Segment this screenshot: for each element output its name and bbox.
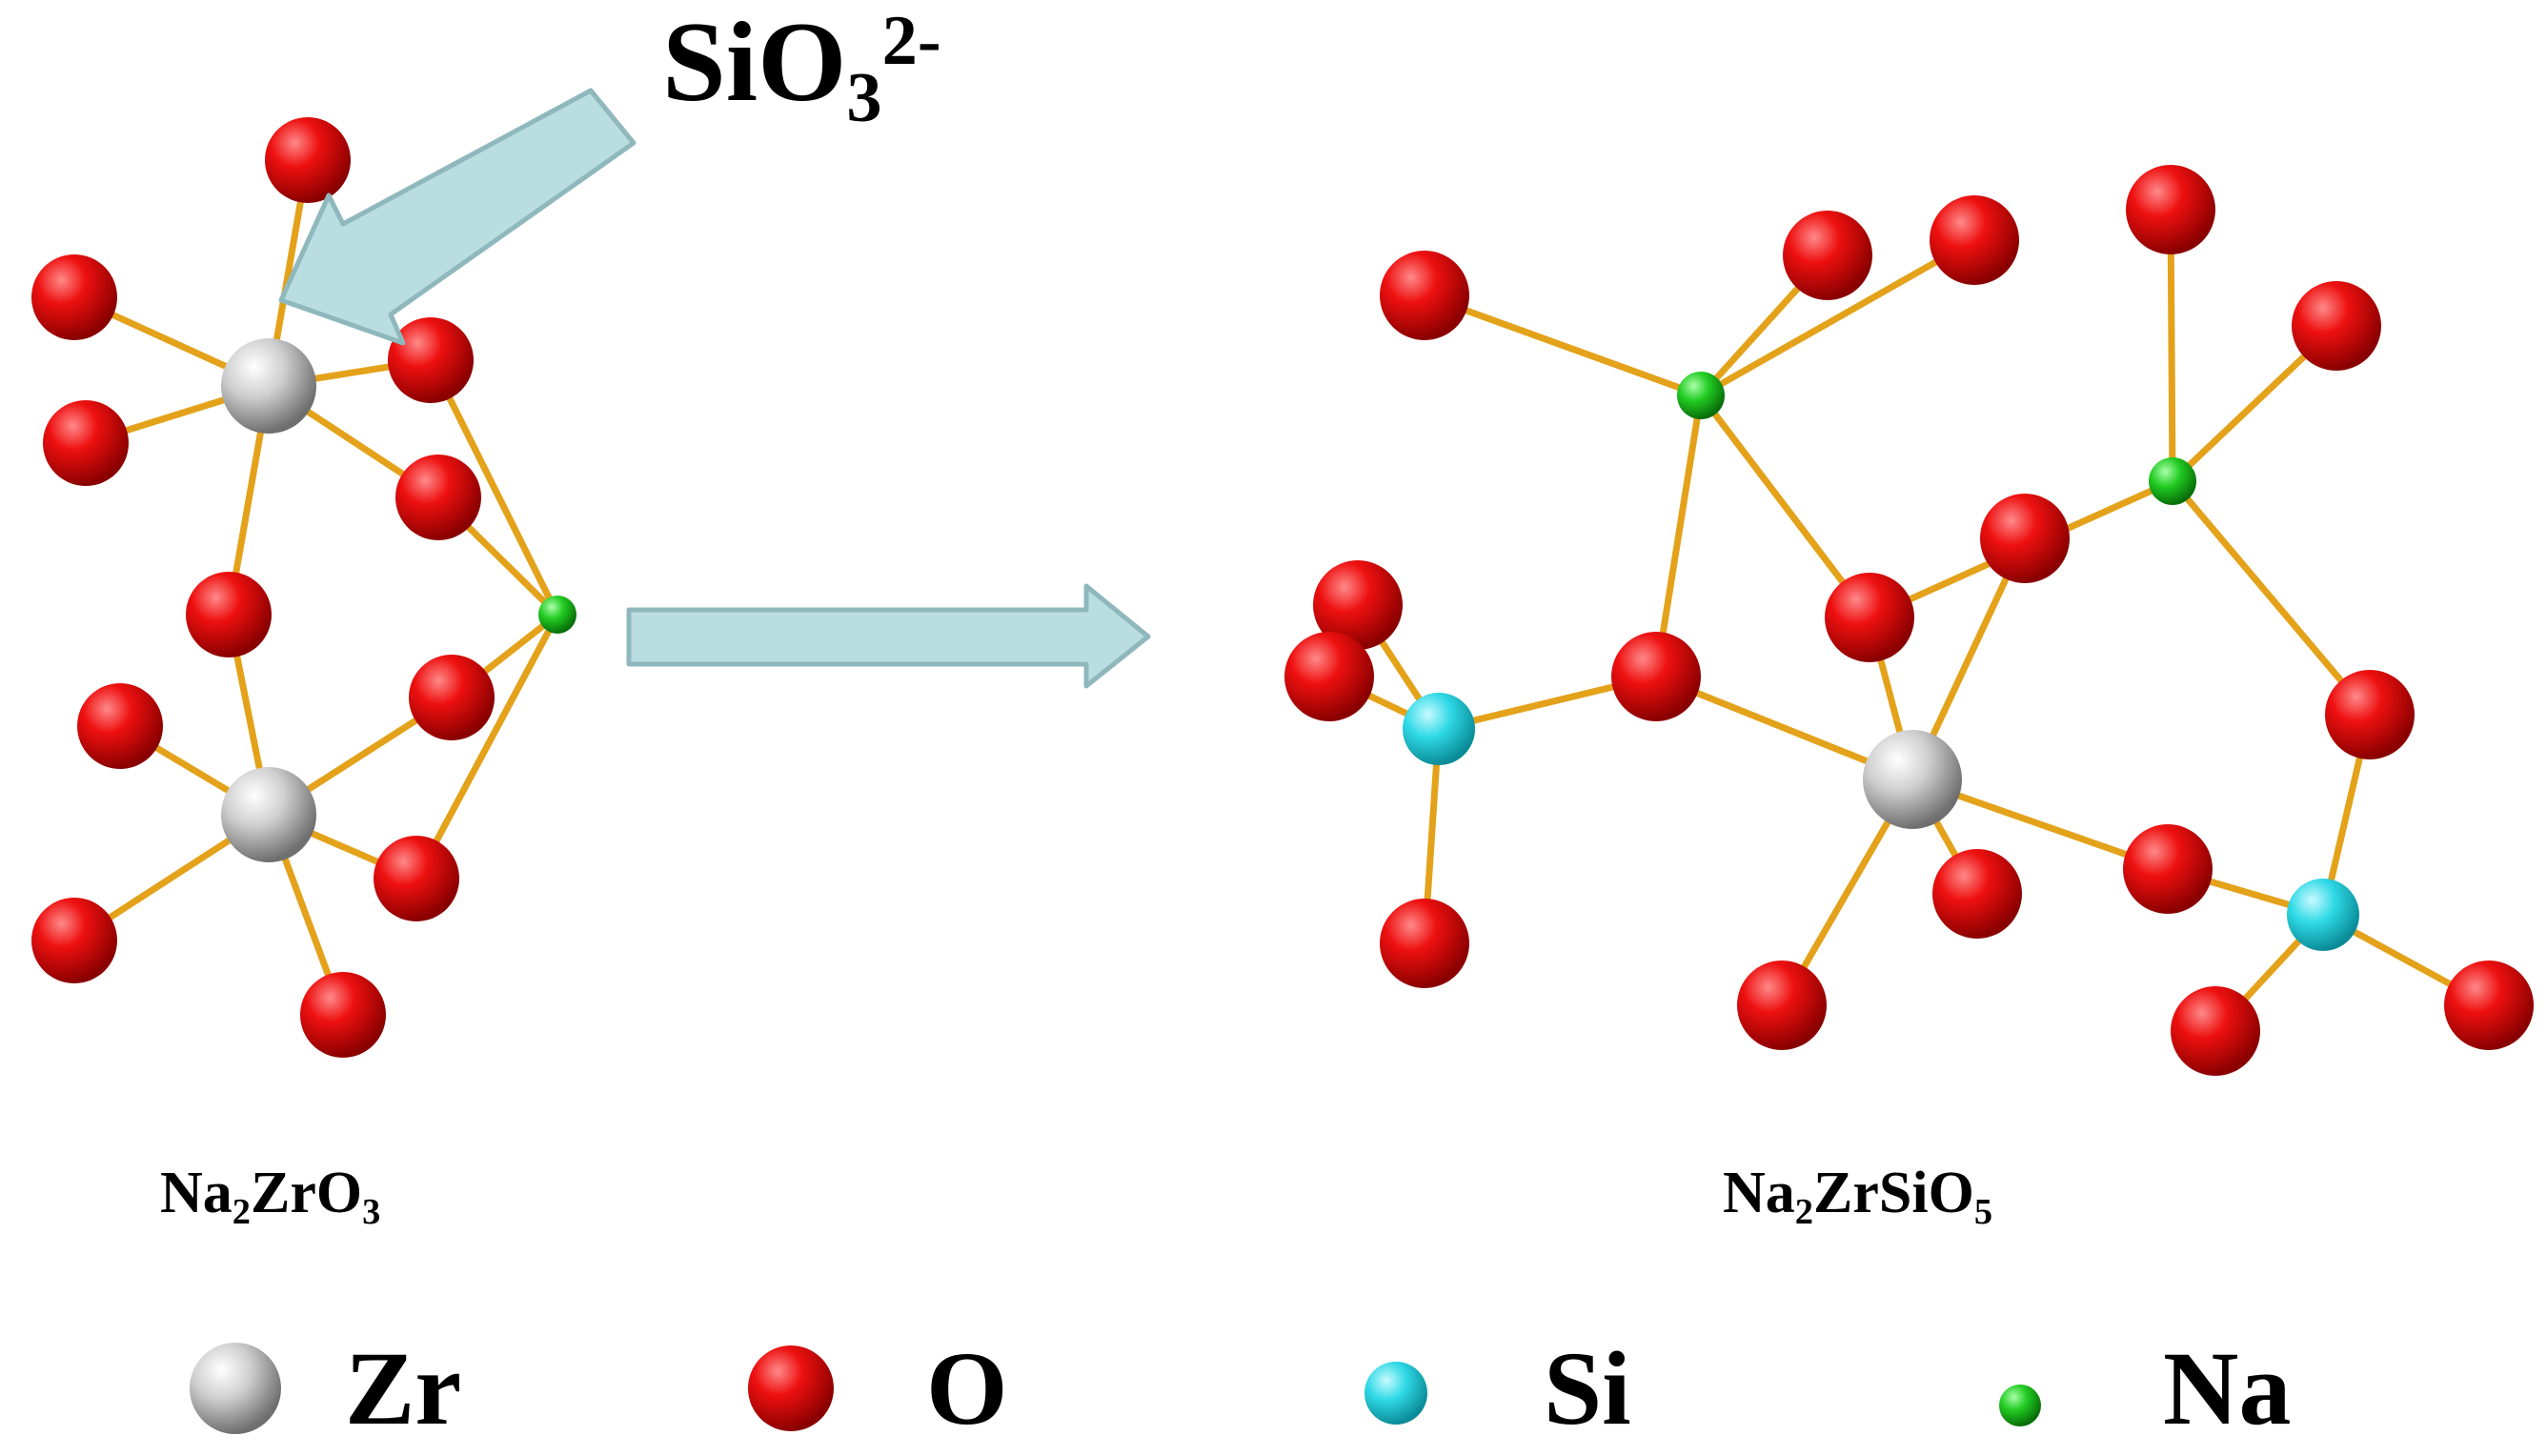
o-atom — [2292, 281, 2381, 371]
na-atom-icon — [1999, 1385, 2041, 1426]
na-atom — [1677, 372, 1725, 419]
diagonal-arrow-icon — [278, 88, 637, 346]
na-atom — [538, 596, 576, 634]
o-atom — [1932, 849, 2022, 939]
o-atom — [374, 836, 459, 921]
legend-item-na: Na — [1999, 1330, 2291, 1446]
na-atom — [2149, 457, 2196, 505]
legend-item-o: O — [748, 1330, 1008, 1446]
o-atom — [2444, 961, 2534, 1050]
right-formula-label: Na2ZrSiO5 — [1723, 1161, 1992, 1232]
legend-label: Si — [1544, 1330, 1631, 1446]
si-atom-icon — [1364, 1362, 1427, 1425]
o-atom — [2126, 165, 2215, 254]
left-formula-label: Na2ZrO3 — [160, 1161, 380, 1232]
left-atoms — [31, 117, 576, 1058]
o-atom — [2325, 670, 2415, 759]
o-atom — [388, 317, 474, 403]
o-atom — [31, 254, 117, 340]
legend-item-zr: Zr — [190, 1330, 461, 1446]
legend-item-si: Si — [1364, 1330, 1631, 1446]
o-atom — [265, 117, 351, 203]
silicate-ion-label: SiO32- — [662, 0, 941, 137]
o-atom — [77, 683, 163, 769]
o-atom — [395, 455, 481, 540]
o-atom — [186, 572, 272, 657]
o-atom-icon — [748, 1345, 834, 1431]
o-atom — [1611, 632, 1701, 721]
legend-label: Na — [2163, 1330, 2291, 1446]
o-atom — [1980, 494, 2070, 583]
right-atoms — [1284, 165, 2534, 1076]
o-atom — [1825, 573, 1914, 662]
legend: Zr O Si Na — [190, 1330, 2291, 1446]
na2zro3-structure — [31, 117, 576, 1058]
o-atom — [1737, 961, 1827, 1050]
incoming-arrow — [278, 88, 637, 346]
o-atom — [1313, 560, 1403, 650]
zr-atom — [221, 767, 316, 862]
legend-label: Zr — [345, 1330, 461, 1446]
right-arrow-icon — [626, 583, 1151, 689]
reaction-arrow — [626, 583, 1151, 689]
zr-atom — [1863, 730, 1962, 829]
o-atom — [300, 972, 386, 1058]
o-atom — [31, 898, 117, 983]
o-atom — [2171, 986, 2260, 1076]
o-atom — [1284, 632, 1374, 721]
o-atom — [1380, 899, 1469, 988]
o-atom — [1930, 195, 2019, 285]
si-atom — [1403, 693, 1475, 765]
o-atom — [1380, 251, 1469, 340]
o-atom — [1783, 211, 1872, 300]
zr-atom-icon — [190, 1343, 281, 1434]
si-atom — [2287, 879, 2359, 951]
zr-atom — [221, 338, 316, 434]
o-atom — [43, 400, 129, 486]
legend-label: O — [926, 1330, 1008, 1446]
na2zrsio5-structure — [1284, 165, 2534, 1076]
o-atom — [2123, 824, 2213, 914]
o-atom — [409, 655, 495, 740]
